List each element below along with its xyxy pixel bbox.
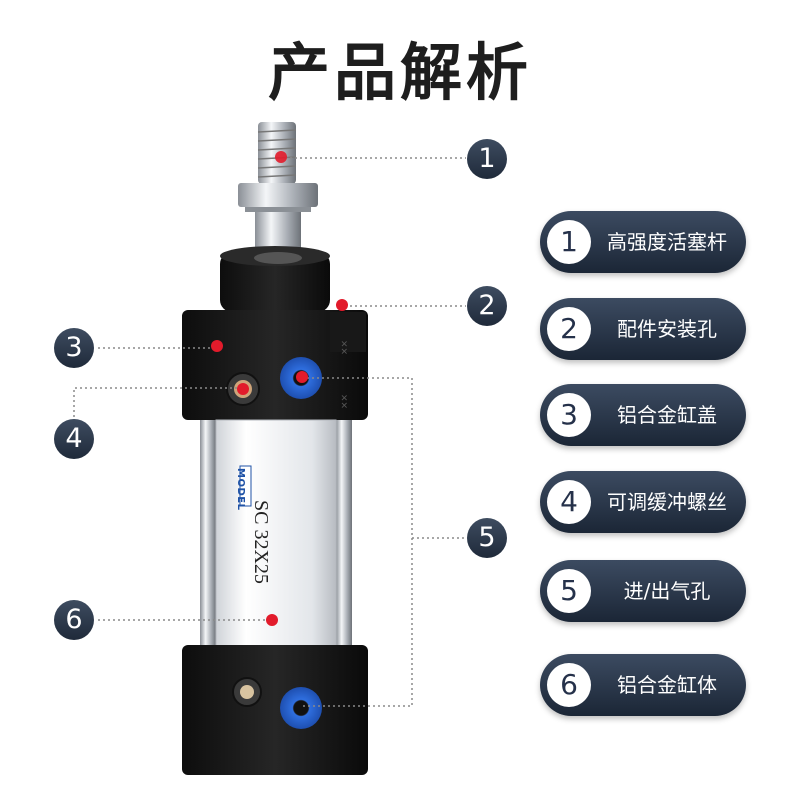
feature-label: 可调缓冲螺丝 bbox=[607, 490, 727, 514]
rear-cap-block bbox=[182, 645, 368, 775]
marker-dot-5 bbox=[296, 371, 308, 383]
feature-number: 2 bbox=[547, 307, 591, 351]
feature-number: 5 bbox=[547, 569, 591, 613]
callout-marker-6: 6 bbox=[54, 600, 94, 640]
model-spec-text: SC 32X25 bbox=[250, 500, 272, 584]
callout-marker-1: 1 bbox=[467, 139, 507, 179]
model-strip bbox=[239, 465, 252, 507]
feature-label: 配件安装孔 bbox=[617, 317, 717, 341]
feature-label: 进/出气孔 bbox=[623, 579, 711, 603]
feature-number: 3 bbox=[547, 393, 591, 437]
callout-marker-3: 3 bbox=[54, 328, 94, 368]
feature-label: 高强度活塞杆 bbox=[607, 230, 727, 254]
feature-number: 1 bbox=[547, 220, 591, 264]
leader-5 bbox=[302, 377, 413, 707]
feature-pill-1: 1 高强度活塞杆 bbox=[540, 211, 746, 273]
feature-pill-4: 4 可调缓冲螺丝 bbox=[540, 471, 746, 533]
tie-rod-left bbox=[200, 420, 216, 665]
tie-rod-right bbox=[336, 420, 352, 665]
feature-label: 铝合金缸盖 bbox=[617, 403, 717, 427]
feature-number: 4 bbox=[547, 480, 591, 524]
feature-pill-3: 3 铝合金缸盖 bbox=[540, 384, 746, 446]
leader-4 bbox=[73, 387, 242, 418]
feature-pill-5: 5 进/出气孔 bbox=[540, 560, 746, 622]
feature-number: 6 bbox=[547, 663, 591, 707]
feature-pill-6: 6 铝合金缸体 bbox=[540, 654, 746, 716]
callout-marker-4: 4 bbox=[54, 419, 94, 459]
rod-nut bbox=[238, 183, 318, 207]
marker-dot-3 bbox=[211, 340, 223, 352]
page-title: 产品解析 bbox=[267, 36, 532, 109]
callout-marker-5: 5 bbox=[467, 518, 507, 558]
front-cap-boss bbox=[220, 252, 330, 312]
marker-dot-1 bbox=[275, 151, 287, 163]
model-label: MODEL bbox=[235, 468, 246, 511]
marker-dot-2 bbox=[336, 299, 348, 311]
marker-dot-4 bbox=[237, 383, 249, 395]
marker-dot-6 bbox=[266, 614, 278, 626]
feature-pill-2: 2 配件安装孔 bbox=[540, 298, 746, 360]
svg-text:✕✕: ✕✕ bbox=[338, 340, 348, 355]
svg-text:✕✕: ✕✕ bbox=[338, 394, 348, 409]
feature-label: 铝合金缸体 bbox=[617, 673, 717, 697]
barrel bbox=[216, 420, 336, 665]
callout-marker-2: 2 bbox=[467, 286, 507, 326]
